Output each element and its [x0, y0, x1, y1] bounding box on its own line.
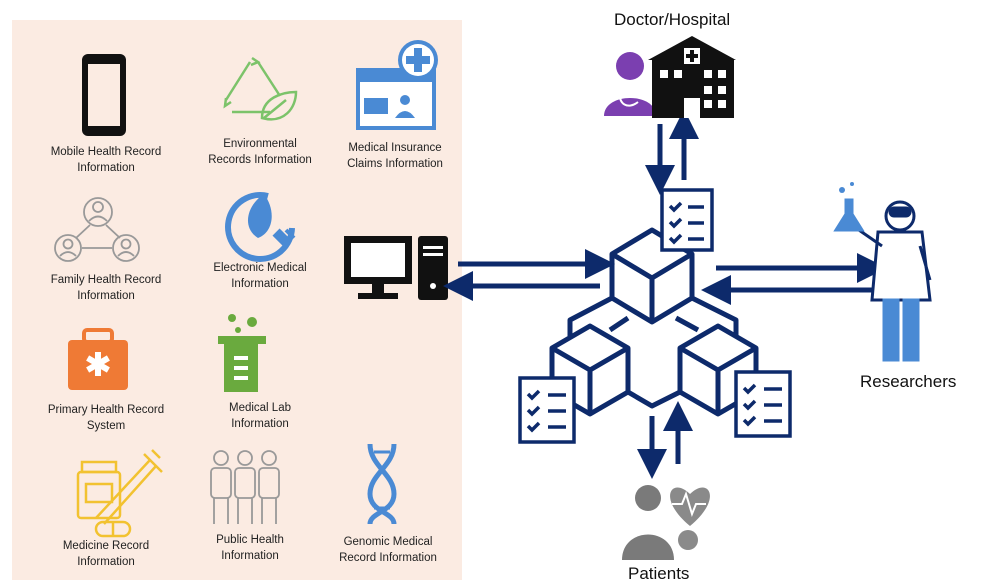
computer-arrows — [443, 249, 615, 301]
doctor-hospital-icon — [604, 36, 736, 118]
mobile-phone-icon — [82, 54, 126, 136]
researchers-label: Researchers — [860, 372, 957, 391]
doctor-arrows — [645, 109, 699, 195]
leaf-plug-icon — [225, 192, 296, 262]
computer-icon — [344, 236, 448, 300]
clipboard-icon — [518, 376, 576, 444]
beaker-icon — [218, 314, 266, 392]
patients-label: Patients — [628, 564, 690, 583]
blockchain-network-icon — [549, 227, 759, 417]
researcher-arrows — [701, 253, 887, 305]
clipboard-icon — [660, 188, 714, 252]
medical-kit-icon — [68, 328, 128, 390]
telehealth-plus-icon — [356, 40, 438, 130]
dna-icon — [367, 443, 397, 525]
people-group-icon — [210, 450, 280, 524]
doctor-hospital-label: Doctor/Hospital — [614, 10, 731, 29]
family-network-icon — [54, 197, 140, 262]
recycle-leaf-icon — [223, 56, 298, 121]
researcher-icon — [833, 182, 932, 362]
clipboard-icon — [734, 370, 792, 438]
medicine-syringe-icon — [76, 449, 163, 538]
patients-icon — [622, 485, 710, 560]
patient-arrows — [637, 401, 693, 479]
